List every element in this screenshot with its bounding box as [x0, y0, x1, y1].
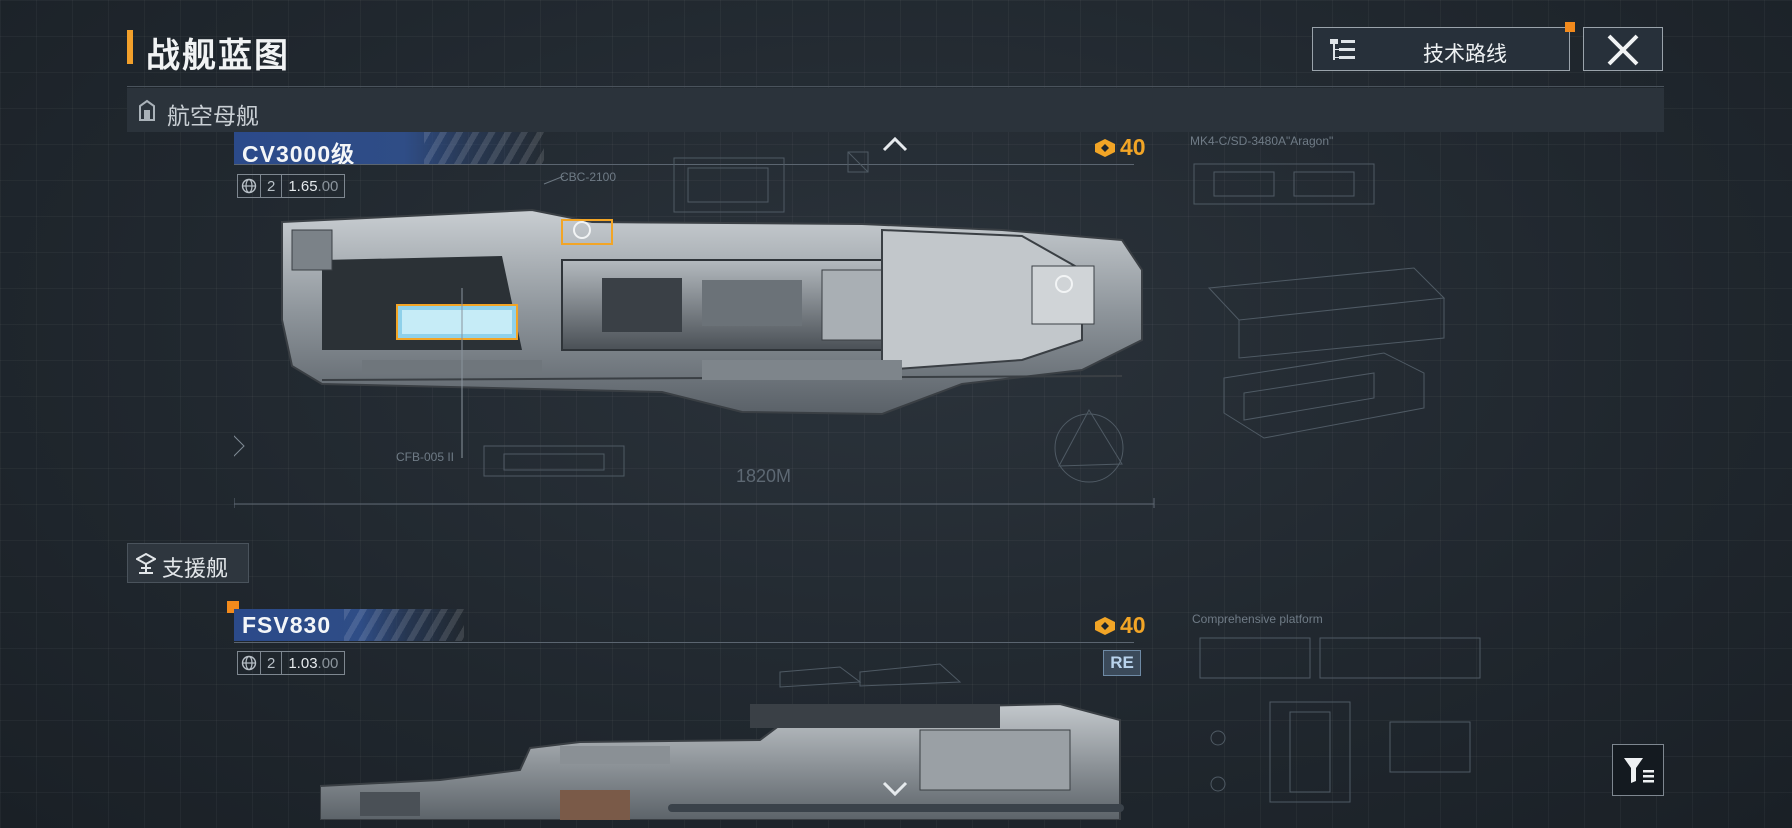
chevron-up-icon[interactable]	[880, 135, 910, 153]
close-button[interactable]	[1583, 27, 1663, 71]
ship-underline	[234, 164, 1134, 165]
ship-value-suffix: .00	[317, 177, 339, 195]
title-accent	[127, 30, 133, 64]
category-header-carrier: 航空母舰	[127, 88, 1664, 132]
chevron-down-icon[interactable]	[880, 780, 910, 798]
category-tag-support[interactable]: 支援舰	[127, 543, 249, 583]
ship-count: 2	[261, 652, 283, 674]
page-title: 战舰蓝图	[146, 37, 290, 75]
ship-cost-value: 40	[1120, 612, 1146, 638]
close-icon	[1607, 34, 1639, 66]
globe-icon	[238, 652, 261, 674]
banner-stripes	[344, 609, 464, 641]
category-label: 航空母舰	[167, 103, 259, 129]
ship-underline	[234, 642, 1134, 643]
ship-value: 1.03	[288, 654, 318, 672]
carrier-category-icon	[139, 99, 155, 121]
ship-name: FSV830	[242, 612, 332, 638]
ship-cost-value: 40	[1120, 134, 1146, 160]
blueprint-callout: CFB-005 II	[396, 450, 455, 464]
header-divider	[127, 86, 1664, 87]
ship-name: CV3000级	[242, 141, 356, 164]
ship-cost: 40	[1094, 612, 1146, 639]
support-blueprint-lines	[779, 637, 1481, 803]
support-ship-image[interactable]	[320, 690, 1140, 820]
ship-stats: 2 1.65.00	[237, 174, 346, 198]
tech-route-label: 技术路线	[1423, 43, 1507, 66]
filter-icon	[1624, 758, 1654, 783]
notification-dot	[1565, 22, 1575, 32]
ship-name-banner[interactable]: CV3000级	[234, 132, 544, 164]
ship-value-suffix: .00	[317, 654, 339, 672]
scrollbar[interactable]	[668, 804, 1124, 812]
tech-route-button[interactable]: 技术路线	[1312, 22, 1575, 71]
carrier-ship-image[interactable]	[262, 200, 1162, 440]
length-label: 1820M	[736, 466, 792, 486]
support-category-icon	[136, 553, 156, 574]
ship-cost: 40	[1094, 134, 1146, 161]
ship-name-banner[interactable]: FSV830	[234, 609, 464, 641]
blueprint-callout: MK4-C/SD-3480A"Aragon"	[1190, 134, 1334, 148]
tech-tree-icon	[1330, 39, 1355, 60]
ship-count: 2	[261, 175, 283, 197]
blueprint-callout: CBC-2100	[560, 170, 617, 184]
blueprint-callout: Comprehensive platform	[1192, 612, 1323, 626]
credit-icon	[1095, 616, 1115, 635]
category-label: 支援舰	[162, 556, 229, 581]
ship-stats: 2 1.03.00	[237, 651, 346, 675]
re-badge: RE	[1103, 650, 1141, 676]
credit-icon	[1095, 138, 1115, 157]
banner-stripes	[424, 132, 544, 164]
globe-icon	[238, 175, 261, 197]
filter-button[interactable]	[1612, 744, 1664, 796]
ship-value: 1.65	[288, 177, 318, 195]
carrier-blueprint-lines	[234, 151, 1446, 508]
